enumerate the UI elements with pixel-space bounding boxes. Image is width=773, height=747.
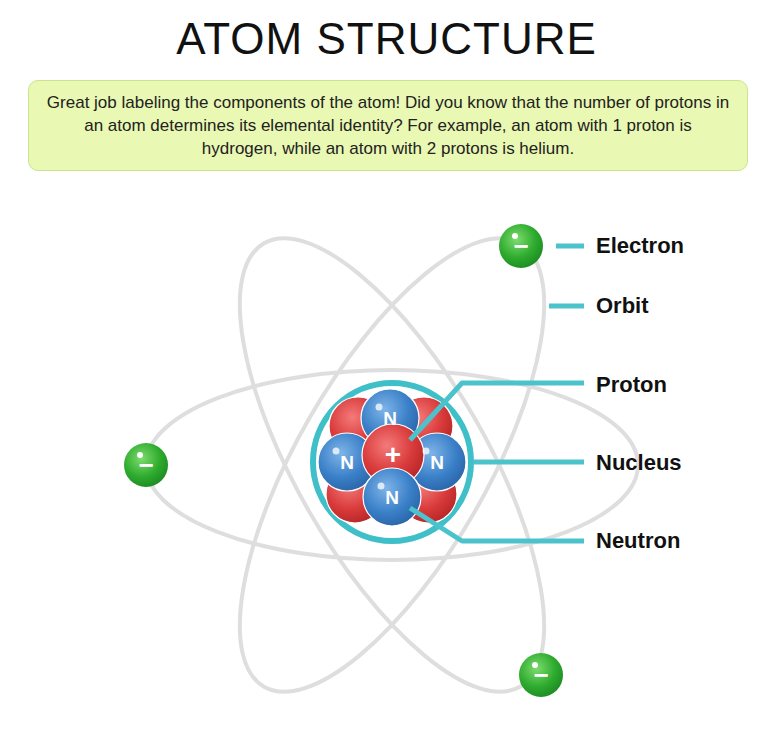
electron-particle: − — [519, 653, 563, 697]
part-label: Electron — [596, 233, 684, 259]
note-text: Great job labeling the components of the… — [45, 91, 731, 160]
electron-symbol: − — [513, 233, 528, 259]
electron-symbol: − — [533, 662, 548, 688]
neutron-particle: N — [363, 468, 421, 526]
neutron-symbol: N — [430, 453, 444, 472]
neutron-symbol: N — [385, 488, 399, 507]
electron-particle: − — [499, 224, 543, 268]
shine-dot — [423, 448, 430, 455]
leader-line — [474, 460, 584, 465]
nucleus-particles — [318, 389, 466, 526]
part-label: Nucleus — [596, 450, 682, 476]
part-label: Neutron — [596, 528, 680, 554]
neutron-ball — [363, 468, 421, 526]
leader-line — [410, 508, 584, 541]
proton-symbol: + — [385, 441, 401, 469]
electron-particle: − — [124, 443, 168, 487]
orbit-ellipse — [146, 370, 638, 560]
leader-lines — [410, 246, 584, 541]
title: ATOM STRUCTURE — [0, 14, 773, 64]
electron-symbol: − — [138, 452, 153, 478]
part-label: Orbit — [596, 293, 649, 319]
orbit-ellipse — [182, 196, 603, 734]
proton-particle: + — [362, 424, 424, 486]
neutron-particle: N — [318, 433, 376, 491]
part-label: Proton — [596, 372, 667, 398]
nucleus-ring — [313, 383, 471, 541]
shine-dots — [333, 404, 430, 490]
note-box: Great job labeling the components of the… — [28, 80, 748, 171]
shine-dot — [376, 404, 383, 411]
shine-dot — [378, 483, 385, 490]
neutron-symbol: N — [340, 453, 354, 472]
shine-dot — [333, 448, 340, 455]
leader-line — [410, 383, 584, 440]
electron-ball — [519, 653, 563, 697]
neutron-particle: N — [361, 389, 419, 447]
electron-ball — [499, 224, 543, 268]
electron-ball — [124, 443, 168, 487]
orbit-paths — [146, 196, 638, 734]
neutron-particle: N — [408, 433, 466, 491]
neutron-symbol: N — [383, 409, 397, 428]
leader-line — [549, 304, 584, 309]
orbit-ellipse — [182, 196, 603, 734]
leader-line — [556, 244, 584, 249]
